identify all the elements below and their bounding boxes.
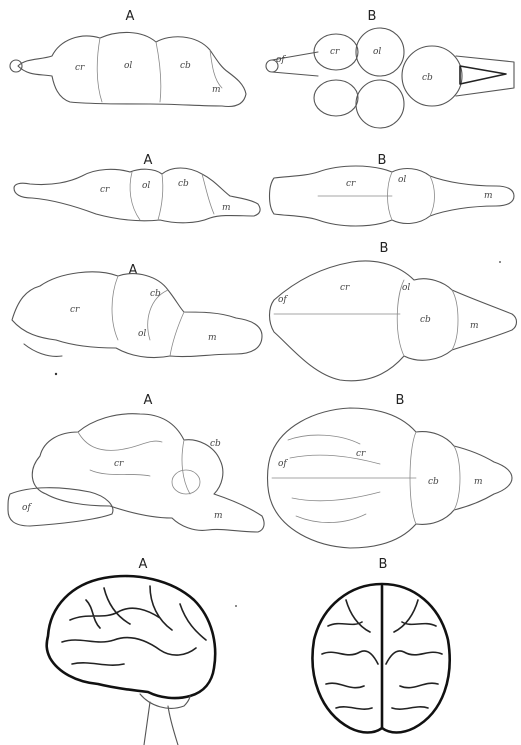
brain-5b-dorsal: B (313, 557, 450, 733)
label-4b-4: m (474, 477, 483, 487)
panel-letter-3a: A (129, 263, 138, 278)
label-1a-1: cr (75, 63, 85, 73)
panel-letter-2a: A (144, 153, 153, 168)
label-4b-1: of (278, 459, 288, 469)
label-3a-4: m (208, 333, 217, 343)
label-4a-1: cr (114, 459, 124, 469)
label-2b-2: ol (398, 175, 406, 185)
row-5: A B (47, 557, 450, 745)
brain-3a-lateral: A cr cb ol m (12, 263, 262, 358)
brain-4b-dorsal: B of cr cb m (268, 393, 513, 548)
panel-letter-5a: A (139, 557, 148, 572)
label-1a-3: cb (180, 61, 191, 71)
label-3a-2: cb (150, 289, 161, 299)
label-2a-1: cr (100, 185, 110, 195)
panel-letter-4b: B (396, 393, 405, 408)
label-2b-1: cr (346, 179, 356, 189)
brain-3b-dorsal: B of cr ol cb m (270, 241, 517, 381)
label-4b-2: cr (356, 449, 366, 459)
panel-letter-5b: B (379, 557, 388, 572)
brain-1b-dorsal: B of cr ol cb (266, 9, 514, 128)
panel-letter-3b: B (380, 241, 389, 256)
row-4: A cr cb of m B of cr cb m (8, 393, 512, 548)
label-1a-4: m (212, 85, 221, 95)
label-4a-4: m (214, 511, 223, 521)
label-1a-2: ol (124, 61, 132, 71)
label-2a-4: m (222, 203, 231, 213)
label-2b-3: m (484, 191, 493, 201)
label-3a-3: ol (138, 329, 146, 339)
label-3b-3: ol (402, 283, 410, 293)
label-2a-2: ol (142, 181, 150, 191)
label-4a-2: cb (210, 439, 221, 449)
label-4b-3: cb (428, 477, 439, 487)
label-2a-3: cb (178, 179, 189, 189)
row-1: A cr ol cb m B of cr ol cb (10, 9, 514, 128)
label-3b-2: cr (340, 283, 350, 293)
panel-letter-1b: B (368, 9, 377, 24)
row-2: A cr ol cb m B cr ol m (14, 153, 514, 226)
label-3b-4: cb (420, 315, 431, 325)
label-1b-2: cr (330, 47, 340, 57)
label-1b-4: cb (422, 73, 433, 83)
brain-5a-lateral: A (47, 557, 215, 745)
panel-letter-4a: A (144, 393, 153, 408)
panel-letter-2b: B (378, 153, 387, 168)
label-1b-1: of (276, 55, 286, 65)
brain-2a-lateral: A cr ol cb m (14, 153, 260, 223)
brain-4a-lateral: A cr cb of m (8, 393, 264, 532)
label-3b-1: of (278, 295, 288, 305)
label-4a-3: of (22, 503, 32, 513)
label-1b-3: ol (373, 47, 381, 57)
row-3: A cr cb ol m B of cr ol cb m (12, 241, 517, 381)
print-specks (55, 261, 501, 607)
label-3b-5: m (470, 321, 479, 331)
label-3a-1: cr (70, 305, 80, 315)
brain-1a-lateral: A cr ol cb m (10, 9, 246, 107)
panel-letter-1a: A (126, 9, 135, 24)
brain-2b-dorsal: B cr ol m (270, 153, 515, 226)
